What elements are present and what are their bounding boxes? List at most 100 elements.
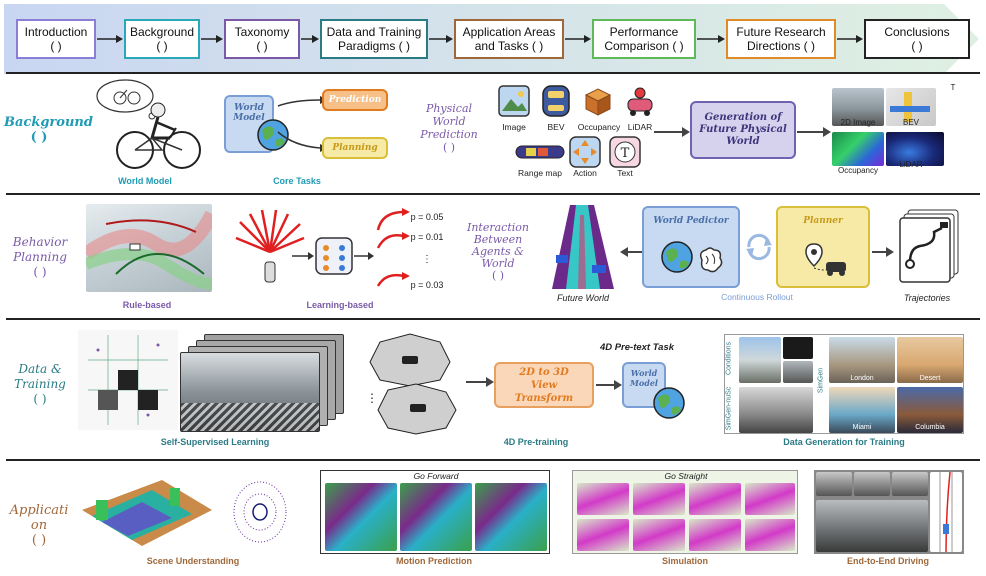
behavior-title: Behavior Planning ( ): [12, 235, 68, 279]
scene-understanding-caption: Scene Understanding: [146, 556, 240, 566]
flow-step-section: ( ): [156, 39, 168, 53]
flow-arrow: [565, 35, 591, 43]
city-desert: Desert: [919, 375, 941, 382]
physical-world-prediction-title: Physical World Prediction ( ): [420, 102, 478, 154]
action-icon: [569, 136, 601, 168]
flow-step-section: ( ): [50, 39, 62, 53]
flow-step-label: Future Research: [736, 25, 826, 39]
text-label: Text: [617, 168, 633, 178]
city-columbia: Columbia: [915, 424, 945, 431]
data-generation-panel: Conditions SimGen-nuSc SimGen London Des…: [724, 334, 964, 434]
earth-icon: [653, 387, 685, 419]
svg-text:T: T: [621, 146, 630, 161]
flow-step-label: Introduction: [24, 25, 88, 39]
planning-box: Planning: [322, 137, 388, 159]
future-world-image: [552, 205, 614, 289]
flow-step-section: Paradigms ( ): [337, 39, 411, 53]
core-tasks-caption: Core Tasks: [273, 176, 321, 186]
prob-1: p = 0.05: [410, 212, 444, 222]
t-label: T: [950, 83, 956, 92]
brain-icon: [699, 247, 723, 273]
divider: [6, 193, 980, 195]
output-bev: [886, 88, 936, 126]
earth-icon: [661, 241, 693, 273]
flow-arrow: [429, 35, 453, 43]
image-icon: [498, 85, 530, 117]
scene-understanding-image: [82, 480, 287, 546]
output-2d-image: [832, 88, 884, 126]
range-map-label: Range map: [518, 168, 562, 178]
simulation-caption: Simulation: [661, 556, 708, 566]
learning-based-diagram: [235, 208, 410, 287]
output-2d-image-label: 2D Image: [840, 118, 876, 127]
flow-step-background: Background( ): [124, 19, 200, 59]
data-generation-caption: Data Generation for Training: [783, 437, 905, 447]
e2e-driving-panel: [814, 470, 964, 554]
e2e-driving-caption: End-to-End Driving: [847, 556, 929, 566]
ssl-caption: Self-Supervised Learning: [160, 437, 270, 447]
image-stack: [180, 334, 346, 434]
divider: [6, 72, 980, 74]
prob-2: p = 0.01: [410, 232, 444, 242]
earth-icon: [257, 119, 289, 151]
application-title: Applicati on ( ): [9, 503, 69, 548]
lidar-icon: [627, 87, 653, 116]
text-icon: T: [609, 136, 641, 168]
rule-based-caption: Rule-based: [122, 300, 172, 310]
output-occupancy-label: Occupancy: [837, 166, 879, 175]
city-london: London: [850, 375, 874, 382]
cyclist-sketch: [96, 79, 201, 169]
flow-step-section: Comparison ( ): [604, 39, 684, 53]
output-bev-label: BEV: [902, 118, 919, 127]
car-route-icon: [805, 243, 846, 276]
divider: [6, 459, 980, 461]
occupancy-label: Occupancy: [577, 122, 621, 132]
planner-to-trajectories-arrow: [872, 247, 894, 257]
svg-text:⋮: ⋮: [366, 391, 378, 405]
conditions-label: Conditions: [725, 341, 733, 376]
to-outputs-arrow: [797, 127, 831, 137]
motion-prediction-panel: Go Forward: [320, 470, 550, 554]
prediction-box: Prediction: [322, 89, 388, 111]
surround-view-rig: ⋮: [366, 333, 457, 435]
trajectories-stack-icon: [899, 209, 959, 283]
continuous-rollout-label: Continuous Rollout: [721, 292, 793, 302]
world-model-caption: World Model: [118, 176, 172, 186]
flow-step-label: Performance: [609, 25, 679, 39]
pretext-task-label: 4D Pre-text Task: [599, 342, 675, 353]
predictor-to-world-arrow: [620, 247, 642, 257]
prob-3: p = 0.03: [410, 280, 444, 290]
lidar-label: LiDAR: [627, 122, 653, 132]
view-transform-box: 2D to 3D View Transform: [494, 362, 594, 408]
point-cloud-map: [78, 330, 178, 430]
simgen-label: SimGen: [817, 367, 825, 394]
to-generation-arrow: [654, 127, 690, 137]
background-title: Background ( ): [4, 115, 93, 145]
occupancy-icon: [584, 88, 612, 116]
flow-step-taxonomy: Taxonomy( ): [224, 19, 300, 59]
motion-prediction-caption: Motion Prediction: [396, 556, 472, 566]
flow-step-label: Data and Training: [326, 25, 422, 39]
flow-step-label: Application Areas: [462, 25, 556, 39]
city-miami: Miami: [852, 424, 872, 431]
flow-step-section: ( ): [256, 39, 268, 53]
go-forward-label: Go Forward: [413, 471, 459, 481]
rig-to-transform-arrow: [466, 377, 494, 387]
output-lidar: [886, 132, 944, 166]
bev-label: BEV: [547, 122, 565, 132]
divider: [6, 318, 980, 320]
pretraining-caption: 4D Pre-training: [503, 437, 569, 447]
flow-arrow: [201, 35, 223, 43]
flow-arrow: [301, 35, 319, 43]
flow-step-label: Conclusions: [884, 25, 950, 39]
interaction-title: Interaction Between Agents & World ( ): [467, 221, 529, 282]
flow-step-section: and Tasks ( ): [474, 39, 544, 53]
simgen-nusc-label: SimGen-nuSc: [725, 386, 733, 431]
action-label: Action: [573, 168, 597, 178]
flow-step-conclusions: Conclusions( ): [864, 19, 970, 59]
flow-step-introduction: Introduction( ): [16, 19, 96, 59]
go-straight-label: Go Straight: [664, 471, 708, 481]
